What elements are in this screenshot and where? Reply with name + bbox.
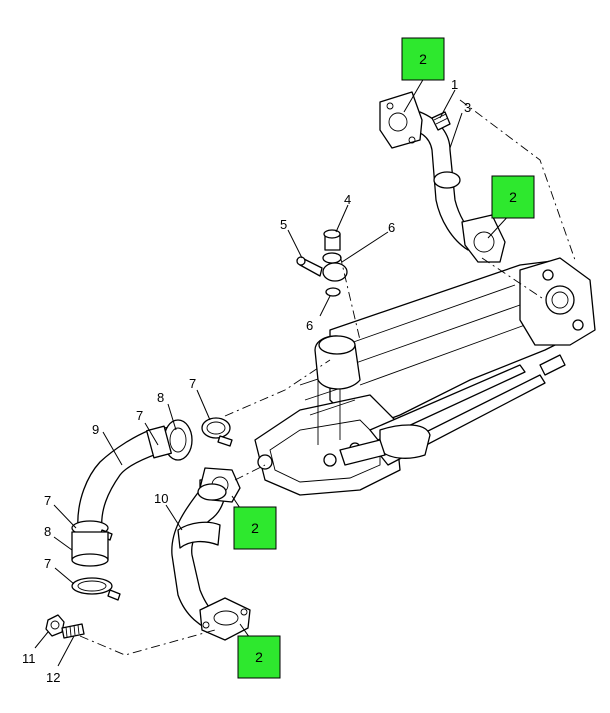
callout-6: 6: [306, 318, 313, 333]
callout-7: 7: [44, 493, 51, 508]
sleeve-8-lower: [71, 531, 109, 567]
callout-12: 12: [46, 670, 60, 685]
callout-6: 6: [388, 220, 395, 235]
badge-label: 2: [419, 51, 427, 67]
badge-label: 2: [251, 520, 259, 536]
callout-1: 1: [451, 77, 458, 92]
reference-badge: 2: [237, 635, 281, 679]
callout-4: 4: [344, 192, 351, 207]
banjo-fitting: [296, 229, 348, 297]
badge-label: 2: [509, 189, 517, 205]
callout-7: 7: [136, 408, 143, 423]
badge-label: 2: [255, 649, 263, 665]
callout-3: 3: [464, 100, 471, 115]
callout-11: 11: [22, 651, 36, 666]
badge-bg: [237, 635, 281, 679]
stud-12: [61, 623, 85, 639]
callout-5: 5: [280, 217, 287, 232]
clamp-7-lower: [71, 577, 121, 601]
assembly-line: [459, 99, 576, 261]
callout-8: 8: [157, 390, 164, 405]
egr-cooler-assembly: [254, 257, 596, 496]
callout-7: 7: [44, 556, 51, 571]
hose-9: [77, 419, 193, 531]
badge-bg: [401, 37, 445, 81]
badge-bg: [491, 175, 535, 219]
badge-bg: [233, 506, 277, 550]
assembly-line: [224, 359, 331, 417]
clamp-7-upper: [201, 417, 233, 447]
reference-badge: 2: [491, 175, 535, 219]
callout-10: 10: [154, 491, 168, 506]
callout-8: 8: [44, 524, 51, 539]
upper-tube-3: [379, 91, 506, 263]
nut-11: [45, 614, 65, 637]
reference-badge: 2: [233, 506, 277, 550]
bolt-1: [431, 111, 451, 131]
assembly-line: [234, 464, 266, 481]
assembly-line: [79, 629, 216, 656]
reference-badge: 2: [401, 37, 445, 81]
assembly-line: [481, 257, 546, 301]
tube-10: [171, 467, 251, 641]
callout-7: 7: [189, 376, 196, 391]
assembly-line: [339, 254, 361, 341]
callout-9: 9: [92, 422, 99, 437]
